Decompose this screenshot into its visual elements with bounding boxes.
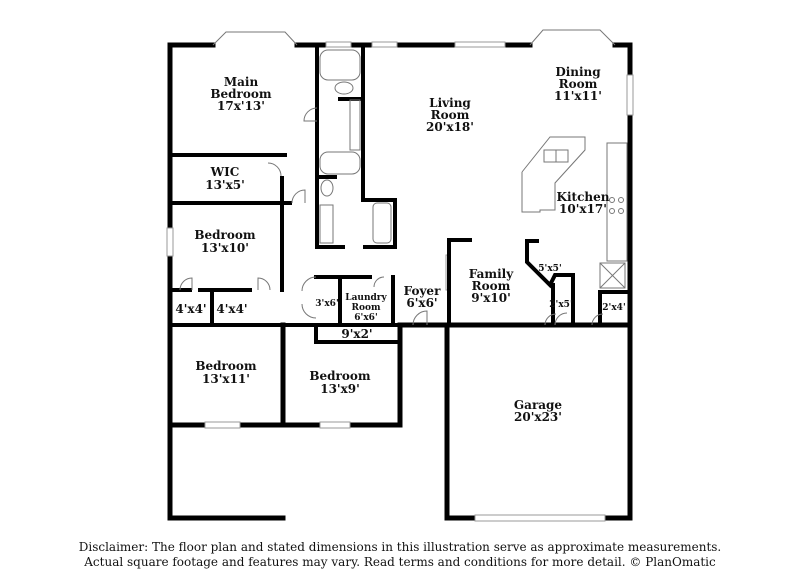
wic-size: 13'x5': [205, 178, 245, 192]
closet-b-size: 4'x4': [216, 302, 247, 316]
laundry-label-2: Room: [351, 303, 380, 313]
room-labels: Main Bedroom 17x'13' WIC 13'x5' Bedroom …: [175, 65, 625, 424]
kitchen-counters: [521, 136, 628, 289]
sink-icon: [543, 149, 557, 163]
foyer-label: Foyer: [404, 284, 441, 298]
kitchen-size: 10'x17': [559, 202, 607, 216]
bedroom-2-label: Bedroom: [194, 228, 255, 242]
family-room-size: 9'x10': [471, 291, 511, 305]
bedroom-3-label: Bedroom: [195, 359, 256, 373]
foyer-size: 6'x6': [406, 296, 437, 310]
dining-room-size: 11'x11': [554, 89, 602, 103]
main-bedroom-size: 17x'13': [217, 99, 265, 113]
main-bedroom-label: Main: [224, 75, 259, 89]
garage-label: Garage: [514, 398, 563, 412]
laundry-label: Laundry: [345, 293, 387, 303]
bathtub-icon: [319, 49, 361, 81]
windows: [166, 29, 634, 522]
closet-d-size: 9'x2': [341, 327, 372, 341]
living-room-label: Living: [429, 96, 471, 110]
dining-room-label: Dining: [555, 65, 601, 79]
dining-room-label-2: Room: [559, 77, 598, 91]
interior-walls: [168, 43, 632, 344]
family-room-label: Family: [469, 267, 514, 281]
wic-label: WIC: [210, 165, 240, 179]
bedroom-4-size: 13'x9': [320, 382, 360, 396]
closet-c-size: 3'x6': [315, 299, 338, 309]
bath-fixtures: [319, 49, 392, 244]
bedroom-2-size: 13'x10': [201, 241, 249, 255]
laundry-size: 6'x6': [354, 313, 377, 323]
exterior-walls: [167, 42, 633, 521]
garage-size: 20'x23': [514, 410, 562, 424]
stove-icon: [609, 197, 615, 203]
bedroom-3-size: 13'x11': [202, 372, 250, 386]
living-room-label-2: Room: [431, 108, 470, 122]
kitchen-label: Kitchen: [557, 190, 610, 204]
living-room-size: 20'x18': [426, 120, 474, 134]
pantry-size: 5'x5': [538, 264, 561, 274]
disclaimer-line-2: Actual square footage and features may v…: [84, 555, 716, 569]
closet-f-size: 2'x4': [602, 303, 625, 313]
bedroom-4-label: Bedroom: [309, 369, 370, 383]
family-room-label-2: Room: [472, 279, 511, 293]
closet-e-size: 2'x5': [549, 300, 572, 310]
main-bedroom-label-2: Bedroom: [210, 87, 271, 101]
disclaimer-line-1: Disclaimer: The floor plan and stated di…: [78, 540, 722, 554]
toilet-icon: [334, 81, 354, 95]
door-swings: [179, 107, 604, 326]
closet-a-size: 4'x4': [175, 302, 206, 316]
